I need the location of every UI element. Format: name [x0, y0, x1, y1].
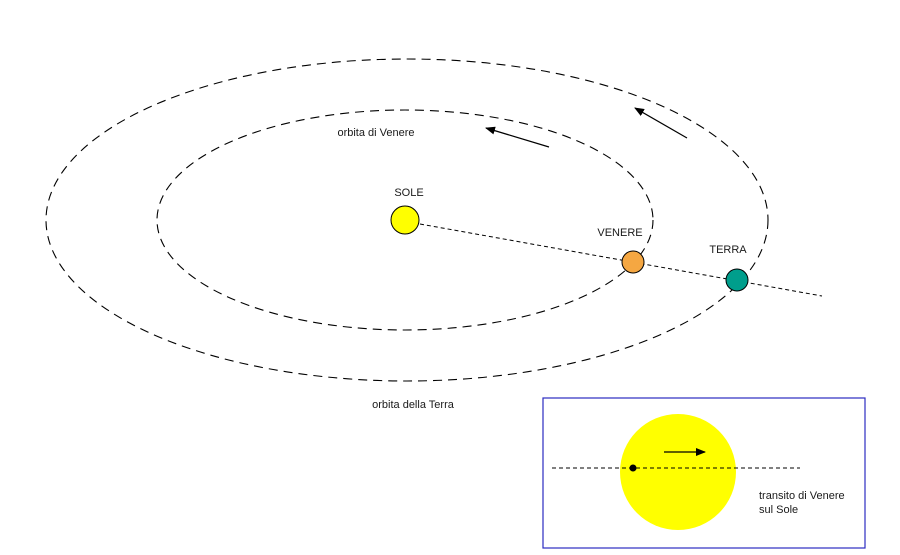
venus-orbit: [156, 109, 654, 331]
inset-venus-dot: [629, 464, 637, 472]
sun-label: SOLE: [394, 187, 423, 199]
inset-caption-line2: sul Sole: [759, 504, 798, 516]
earth-orbit-direction-arrow: [634, 107, 688, 139]
venus-planet: [621, 250, 645, 274]
alignment-line: [419, 223, 823, 297]
earth-planet: [725, 268, 749, 292]
venus-orbit-direction-arrow: [485, 126, 550, 148]
venus-label: VENERE: [597, 227, 642, 239]
inset-caption-line1: transito di Venere: [759, 490, 845, 502]
sun: [390, 205, 420, 235]
inset-sun-disc: [620, 414, 736, 530]
earth-orbit: [45, 58, 769, 382]
earth-label: TERRA: [709, 244, 747, 256]
venus-orbit-label: orbita di Venere: [337, 127, 414, 139]
transit-inset: transito di Venere sul Sole: [542, 397, 866, 549]
earth-orbit-label: orbita della Terra: [372, 399, 455, 411]
